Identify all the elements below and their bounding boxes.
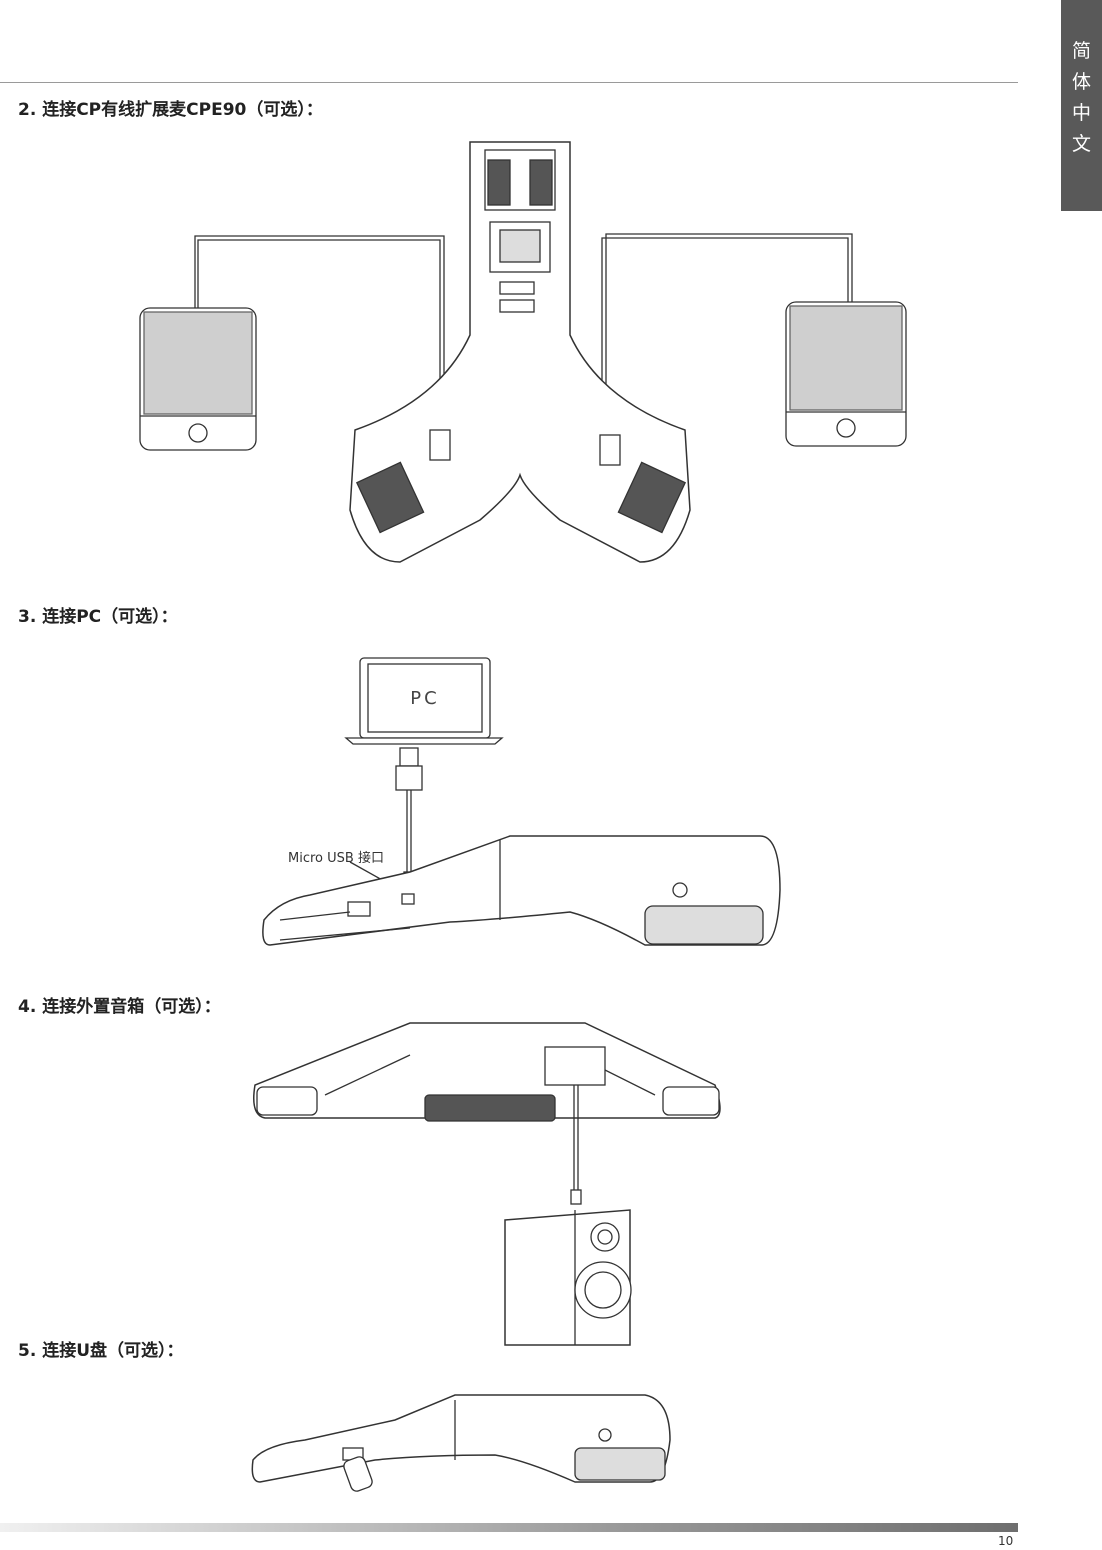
conference-phone-side-view <box>252 1395 670 1482</box>
micro-usb-callout: Micro USB 接口 <box>288 850 384 866</box>
section-heading-speaker: 4. 连接外置音箱（可选）： <box>18 992 221 1017</box>
section-heading-pc: 3. 连接PC（可选）： <box>18 602 178 627</box>
language-tab: 简 体 中 文 <box>1061 0 1102 211</box>
top-rule <box>0 82 1018 83</box>
laptop: PC <box>346 658 502 744</box>
expansion-mic-right <box>786 302 906 446</box>
conference-phone-bottom-view <box>350 142 690 562</box>
language-tab-char: 文 <box>1061 129 1102 160</box>
section-heading-cpe90: 2. 连接CP有线扩展麦CPE90（可选）： <box>18 95 323 120</box>
section-heading-usb: 5. 连接U盘（可选）： <box>18 1336 184 1361</box>
conference-phone-front-view <box>254 1023 720 1121</box>
language-tab-char: 简 <box>1061 36 1102 67</box>
page-number: 10 <box>998 1534 1013 1548</box>
language-tab-char: 体 <box>1061 67 1102 98</box>
pc-connection-figure: PC Micro USB 接口 <box>250 650 790 960</box>
speaker-connection-figure <box>245 1015 735 1355</box>
language-tab-char: 中 <box>1061 98 1102 129</box>
usb-connection-figure <box>245 1390 685 1500</box>
bottom-bar <box>0 1523 1018 1532</box>
cpe90-connection-figure <box>130 130 920 570</box>
pc-label: PC <box>410 688 439 709</box>
external-speaker <box>505 1210 631 1345</box>
expansion-mic-left <box>140 308 256 450</box>
